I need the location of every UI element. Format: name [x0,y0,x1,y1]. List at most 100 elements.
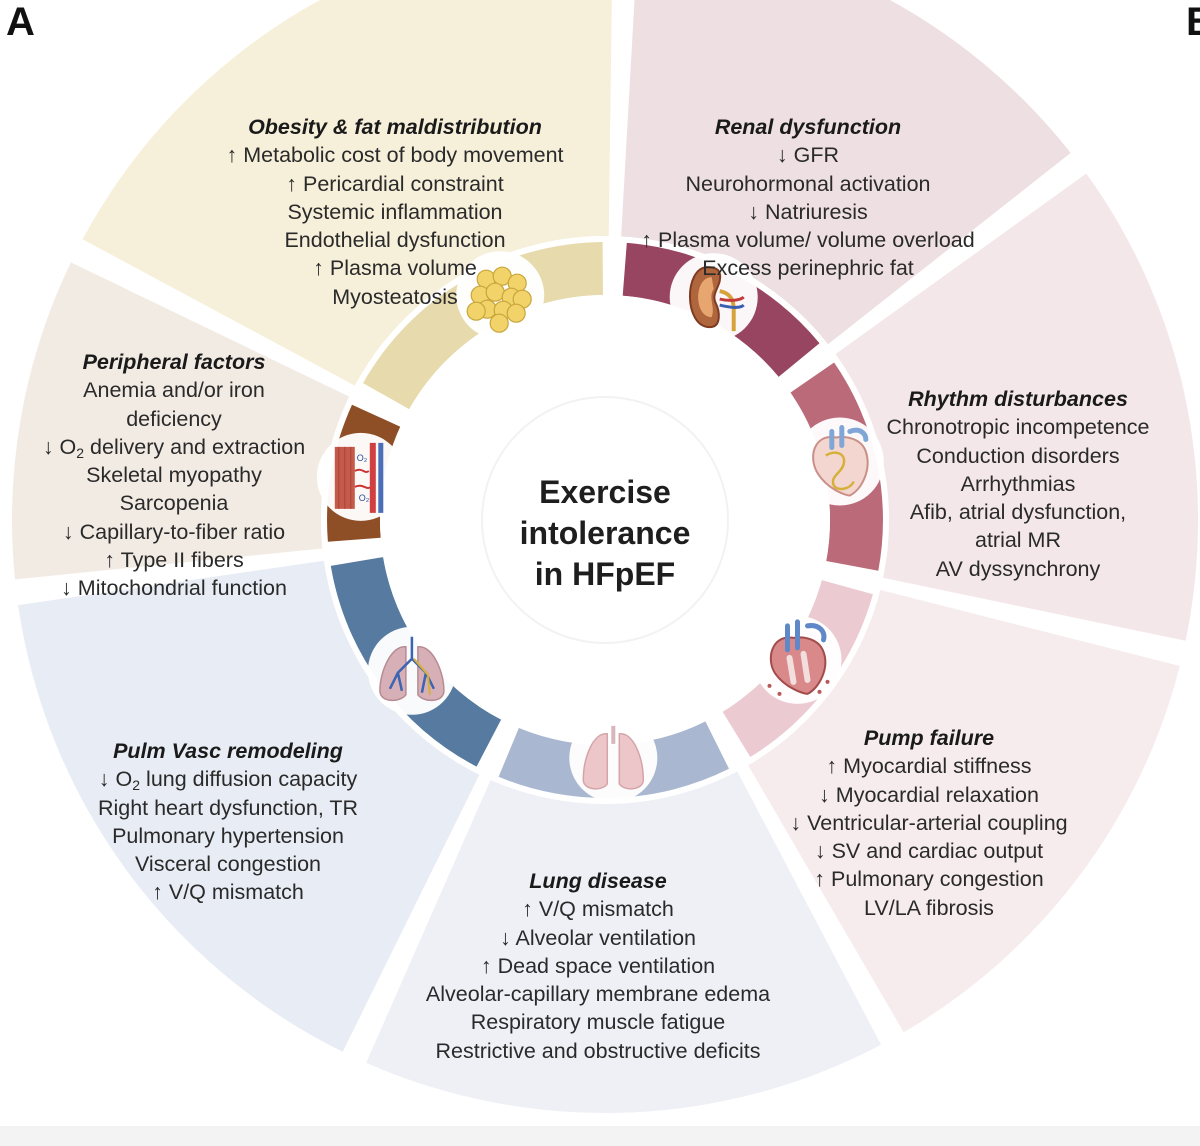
line-text: Visceral congestion [134,852,322,877]
line-text: Pulmonary congestion [830,867,1044,892]
segment-title-peripheral: Peripheral factors [82,350,266,374]
svg-text:O₂: O₂ [357,453,368,463]
arrow-prefix: ↓ [499,925,516,950]
segment-line: ↓ Myocardial relaxation [790,781,1067,809]
segment-line: Visceral congestion [98,850,358,878]
segment-line: ↑ Metabolic cost of body movement [227,141,564,169]
line-text: Myosteatosis [332,284,458,309]
segment-line: deficiency [43,405,305,433]
muscle-capillary-icon: O₂ O₂ [316,432,405,521]
line-text: V/Q mismatch [168,880,304,905]
kidney-icon [669,253,758,342]
segment-line: ↓ Mitochondrial function [43,574,305,602]
segment-title-rhythm: Rhythm disturbances [908,387,1128,411]
arrow-prefix: ↑ [641,228,659,253]
center-title-line-2: intolerance [519,515,691,551]
svg-text:O₂: O₂ [359,493,370,503]
segment-line: ↓ SV and cardiac output [790,837,1067,865]
sector-lung [366,771,882,1114]
line-text: Capillary-to-fiber ratio [79,519,286,544]
center-title-line-1: Exercise [539,474,671,510]
line-text: GFR [793,143,840,168]
segment-line: ↓ Natriuresis [641,198,974,226]
segment-line: Skeletal myopathy [43,461,305,489]
segment-line: ↑ Type II fibers [43,546,305,574]
line-text: Plasma volume [329,256,477,281]
segment-line: ↑ V/Q mismatch [426,895,770,923]
fat-cells-icon [456,251,545,340]
sector-rhythm [835,173,1199,641]
text-block-pump: Pump failure↑ Myocardial stiffness↓ Myoc… [790,724,1067,922]
segment-line: ↑ Pulmonary congestion [790,865,1067,893]
segment-line: atrial MR [887,526,1150,554]
segment-title-lung: Lung disease [529,869,667,893]
line-text: Ventricular-arterial coupling [807,810,1068,835]
segment-line: ↓ GFR [641,141,974,169]
segment-line: Respiratory muscle fatigue [426,1008,770,1036]
arrow-prefix: ↑ [226,143,244,168]
arrow-prefix: ↓ [776,143,794,168]
center-disk [481,396,729,644]
line-text: Myocardial stiffness [843,754,1032,779]
arrow-prefix: ↓ [819,782,836,807]
line-text: O [59,434,77,459]
segment-line: ↑ Pericardial constraint [227,170,564,198]
segment-line: Neurohormonal activation [641,170,974,198]
segment-title-pulm: Pulm Vasc remodeling [113,739,343,763]
segment-line: ↓ O2 delivery and extraction [43,433,305,461]
line-text: Plasma volume/ volume overload [658,228,975,253]
arrow-prefix: ↓ [790,810,808,835]
arrow-prefix: ↓ [62,519,80,544]
text-block-obesity: Obesity & fat maldistribution↑ Metabolic… [227,113,564,311]
text-block-pulm: Pulm Vasc remodeling↓ O2 lung diffusion … [98,737,358,907]
segment-line: ↑ Plasma volume [227,254,564,282]
line-text: atrial MR [974,528,1061,553]
arrow-prefix: ↑ [313,256,330,281]
line-text: Arrhythmias [960,471,1076,496]
line-text: Anemia and/or iron [83,378,265,403]
line-text: LV/LA fibrosis [864,895,994,920]
arrow-prefix: ↑ [480,953,498,978]
line-text: Conduction disorders [916,443,1120,468]
segment-line: Right heart dysfunction, TR [98,794,358,822]
segment-line: AV dyssynchrony [887,555,1150,583]
segment-line: Sarcopenia [43,489,305,517]
line-text: Sarcopenia [119,491,229,516]
arrow-prefix: ↑ [522,897,539,922]
line-text: Natriuresis [764,199,868,224]
line-text: Systemic inflammation [287,199,503,224]
segment-line: ↑ Dead space ventilation [426,952,770,980]
arrow-prefix: ↑ [104,548,121,573]
segment-line: ↑ Myocardial stiffness [790,752,1067,780]
segment-line: ↓ Ventricular-arterial coupling [790,809,1067,837]
line-text-tail: delivery and extraction [84,434,306,459]
line-text: Mitochondrial function [77,576,287,601]
line-text: Pulmonary hypertension [112,823,344,848]
arrow-prefix: ↑ [286,171,303,196]
arrow-prefix: ↑ [814,867,831,892]
segment-line: Alveolar-capillary membrane edema [426,980,770,1008]
center-title-line-3: in HFpEF [534,556,676,592]
segment-title-obesity: Obesity & fat maldistribution [248,115,542,139]
segment-line: LV/LA fibrosis [790,894,1067,922]
text-block-lung: Lung disease↑ V/Q mismatch↓ Alveolar ven… [426,867,770,1065]
line-text: Right heart dysfunction, TR [97,795,359,820]
line-text: V/Q mismatch [538,897,674,922]
heart-pump-icon [753,615,842,704]
line-text: Alveolar ventilation [515,925,696,950]
segment-line: Systemic inflammation [227,198,564,226]
segment-line: Chronotropic incompetence [887,413,1150,441]
line-text: Neurohormonal activation [685,171,931,196]
line-text: Chronotropic incompetence [886,415,1150,440]
line-text: AV dyssynchrony [935,556,1101,581]
line-text: SV and cardiac output [831,839,1044,864]
line-text: Alveolar-capillary membrane edema [425,982,771,1007]
line-text: Endothelial dysfunction [284,228,506,253]
segment-line: ↓ Capillary-to-fiber ratio [43,518,305,546]
segment-line: Endothelial dysfunction [227,226,564,254]
sector-obesity [82,0,612,386]
line-text: Restrictive and obstructive deficits [435,1038,761,1063]
